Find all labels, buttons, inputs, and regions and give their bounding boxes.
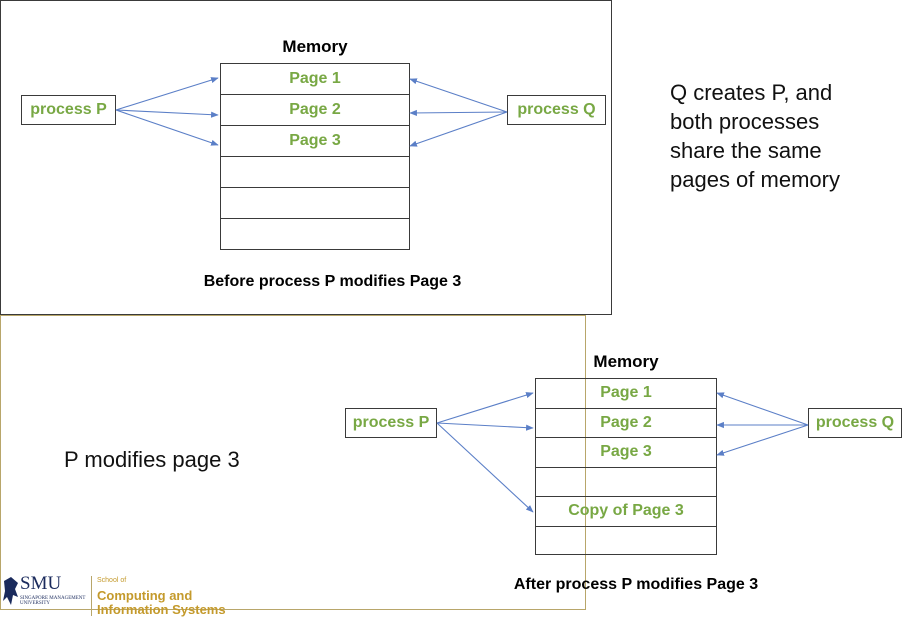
before-memory-title: Memory [282,37,348,56]
before-page-row-2: Page 2 [221,95,409,126]
after-page-row-2: Page 2 [536,409,716,438]
before-memory-table: Page 1 Page 2 Page 3 [220,63,410,250]
note-line: pages of memory [670,167,840,192]
after-page-row-1: Page 1 [536,379,716,409]
after-page-row-5: Copy of Page 3 [536,497,716,527]
logo-dept-line: Information Systems [97,602,226,617]
before-arrow-p-page1 [115,77,219,111]
before-page-row-3: Page 3 [221,126,409,157]
before-arrow-q-page3 [409,111,508,147]
after-diagram-frame [0,315,586,610]
after-page-row-3: Page 3 [536,438,716,468]
note-p-modifies: P modifies page 3 [64,447,240,472]
note-line: Q creates P, and [670,80,833,105]
before-page-row-5 [221,188,409,219]
logo-brand: SMU [20,573,62,594]
smu-lion-logo-icon [3,577,18,605]
before-page-row-1: Page 1 [221,64,409,95]
logo-school: School of [97,577,127,584]
after-caption: After process P modifies Page 3 [513,576,759,593]
after-arrow-p-page2 [436,422,534,431]
after-arrow-p-copy [436,422,534,513]
after-memory-title: Memory [593,352,659,371]
after-process-q-box: process Q [808,408,902,438]
logo-brand-sub: SINGAPORE MANAGEMENT UNIVERSITY [20,596,86,606]
logo-separator [91,576,92,616]
after-arrow-p-page1 [436,392,534,424]
after-page-row-4 [536,468,716,497]
after-memory-table: Page 1 Page 2 Page 3 Copy of Page 3 [535,378,717,555]
note-line: both processes [670,109,820,134]
after-process-p-box: process P [345,408,437,438]
before-arrow-p-page2 [115,109,219,118]
before-page-row-4 [221,157,409,188]
note-shared-pages: Q creates P, and both processes share th… [670,78,840,194]
logo-department: Computing and Information Systems [97,589,226,617]
logo-dept-line: Computing and [97,588,193,603]
before-arrow-q-page1 [409,78,508,113]
after-arrow-q-page3 [716,424,809,456]
before-caption: Before process P modifies Page 3 [203,273,462,290]
before-diagram-frame [0,0,612,315]
before-process-q-box: process Q [507,95,606,125]
note-line: share the same [670,138,822,163]
before-arrow-q-page2 [409,109,508,117]
before-arrow-p-page3 [115,109,219,146]
after-arrow-q-page1 [716,392,809,426]
before-process-p-box: process P [21,95,116,125]
